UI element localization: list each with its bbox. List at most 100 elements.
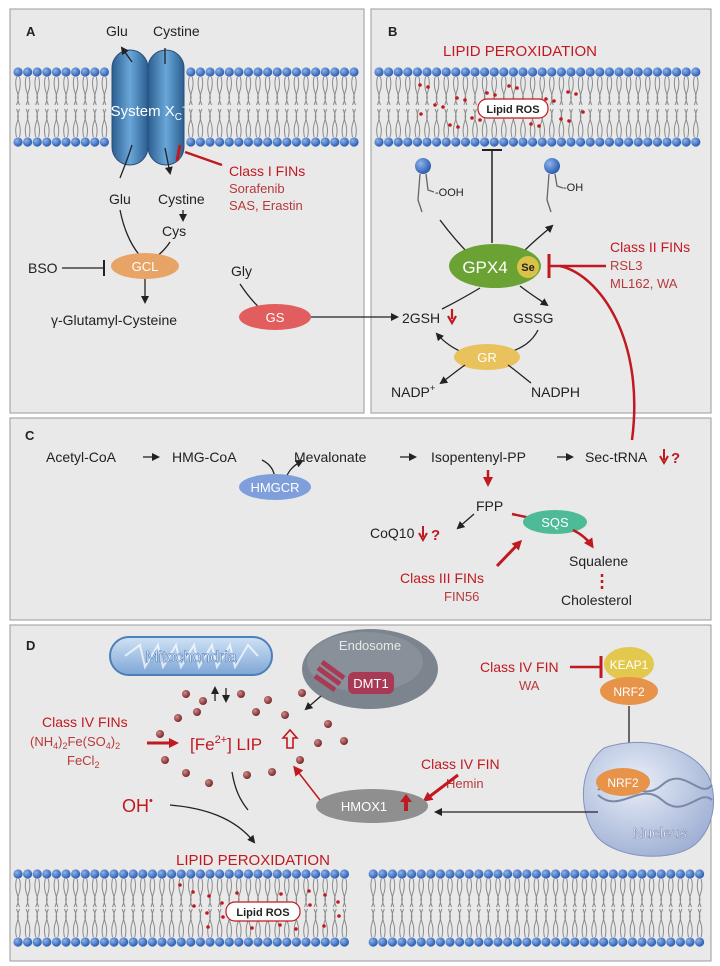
gsh-label: 2GSH <box>402 310 440 326</box>
panel-c-bg <box>9 417 712 621</box>
mitochondria-organelle <box>109 636 273 676</box>
gly-label: Gly <box>231 263 252 279</box>
hemin-activation-arrow <box>422 773 459 802</box>
gr-label: GR <box>477 350 497 365</box>
gs-enzyme <box>239 304 311 330</box>
oh-label: -OH <box>563 182 583 194</box>
wa-label: WA <box>519 678 540 693</box>
mitochondria-label: Mitochondria <box>145 649 237 666</box>
gcl-label: GCL <box>132 259 159 274</box>
class-iv-fins-title: Class IV FINs <box>42 714 128 730</box>
selenium-cofactor <box>517 256 539 278</box>
gr-enzyme <box>454 344 520 370</box>
cys-label: Cys <box>162 223 186 239</box>
squalene-label: Squalene <box>569 553 628 569</box>
nrf2-protein <box>600 677 658 705</box>
hemin-label: Hemin <box>446 776 484 791</box>
class-iii-drug: FIN56 <box>444 589 479 604</box>
sqs-to-squalene-arrow <box>572 528 594 549</box>
cystine-import-arrow <box>164 147 173 175</box>
panel-b-lipid-ros-label: Lipid ROS <box>486 104 539 116</box>
membrane-panel-d <box>13 869 705 947</box>
glu-export-arrow <box>120 46 133 63</box>
isopentenyl-pp-label: Isopentenyl-PP <box>431 449 526 465</box>
panel-b-label: B <box>388 24 397 39</box>
panel-b-lipid-peroxidation: LIPID PEROXIDATION <box>443 43 597 60</box>
glutamyl-cysteine-label: γ-Glutamyl-Cysteine <box>51 312 177 328</box>
class-i-drug-1: Sorafenib <box>229 181 285 196</box>
keap1-protein <box>604 647 654 681</box>
gsh-to-gpx4-curve <box>441 287 481 310</box>
hmgcr-enzyme <box>239 474 311 500</box>
panel-d-lipid-ros-label: Lipid ROS <box>236 907 289 919</box>
sqs-enzyme <box>523 510 587 534</box>
sec-trna-question: ? <box>671 450 680 467</box>
glu-out-label: Glu <box>106 23 128 39</box>
nrf2-label: NRF2 <box>613 685 645 699</box>
hmox1-enzyme <box>316 789 428 823</box>
iron-salt-label: (NH4)2Fe(SO4)2 <box>30 734 120 751</box>
class-iv-fin-wa-title: Class IV FIN <box>480 659 559 675</box>
gs-label: GS <box>266 310 285 325</box>
sec-trna-to-gpx4-curve <box>559 264 636 441</box>
nadph-to-gr-curve <box>507 364 532 384</box>
bso-label: BSO <box>28 260 58 276</box>
class-i-drug-2: SAS, Erastin <box>229 198 303 213</box>
hmg-coa-label: HMG-CoA <box>172 449 237 465</box>
glu-in-label: Glu <box>109 191 131 207</box>
class-ii-drug-1: RSL3 <box>610 258 643 273</box>
gpx4-to-gssg-arrow <box>519 285 549 307</box>
se-label: Se <box>521 262 534 274</box>
panel-d-label: D <box>26 638 35 653</box>
membranes <box>13 67 705 947</box>
panel-a-label: A <box>26 24 36 39</box>
lip-increase-arrow <box>281 728 299 749</box>
class-iii-fins-title: Class III FINs <box>400 570 484 586</box>
class-iii-activation-arrow <box>495 539 523 568</box>
nrf2-nucleus-label: NRF2 <box>607 776 639 790</box>
ooh-label: -OOH <box>435 187 464 199</box>
gssg-label: GSSG <box>513 310 553 326</box>
membrane-panel-b <box>374 67 701 147</box>
lipid-oh-molecule <box>544 158 564 213</box>
sqs-label: SQS <box>541 515 569 530</box>
class-ii-fins-title: Class II FINs <box>610 239 690 255</box>
fpp-label: FPP <box>476 498 503 514</box>
nadp-label: NADP+ <box>391 383 435 400</box>
coq10-question: ? <box>431 527 440 544</box>
gpx4-label: GPX4 <box>462 258 507 277</box>
dmt1-box <box>348 672 394 694</box>
mevalonate-label: Mevalonate <box>294 449 367 465</box>
dmt1-transporter <box>313 659 346 693</box>
lipid-ooh-molecule <box>415 158 435 213</box>
gpx4-enzyme <box>449 244 541 288</box>
system-xc-transporter <box>111 49 185 166</box>
fecl2-label: FeCl2 <box>67 753 99 770</box>
endosome-organelle <box>302 629 438 709</box>
dmt1-label: DMT1 <box>353 676 388 691</box>
cholesterol-label: Cholesterol <box>561 592 632 608</box>
cystine-in-label: Cystine <box>158 191 205 207</box>
nadph-label: NADPH <box>531 384 580 400</box>
gr-to-nadp-arrow <box>439 364 466 385</box>
hmgcr-label: HMGCR <box>250 480 299 495</box>
class-iv-fin-hemin-title: Class IV FIN <box>421 756 500 772</box>
panel-d-lipid-ros-box <box>225 901 301 922</box>
lip-to-peroxidation-line <box>231 771 249 811</box>
class-ii-drug-2: ML162, WA <box>610 276 678 291</box>
class-i-inhibition-bar <box>175 144 182 162</box>
hmox1-to-lip-arrow <box>293 765 321 801</box>
labile-iron-pool-label: [Fe2+] LIP <box>190 734 262 754</box>
hmox1-label: HMOX1 <box>341 799 387 814</box>
panel-d-lipid-peroxidation: LIPID PEROXIDATION <box>176 852 330 869</box>
panel-c-label: C <box>25 428 35 443</box>
panel-b-lipid-ros-box <box>477 98 549 119</box>
oh-to-peroxidation-arrow <box>169 804 256 844</box>
cystine-out-label: Cystine <box>153 23 200 39</box>
sec-trna-decrease-arrow <box>659 449 669 466</box>
coq10-label: CoQ10 <box>370 525 415 541</box>
class-i-inhibition-line <box>184 150 223 167</box>
endosome-label: Endosome <box>339 638 401 653</box>
hydroxyl-radical-label: OH• <box>122 795 153 816</box>
